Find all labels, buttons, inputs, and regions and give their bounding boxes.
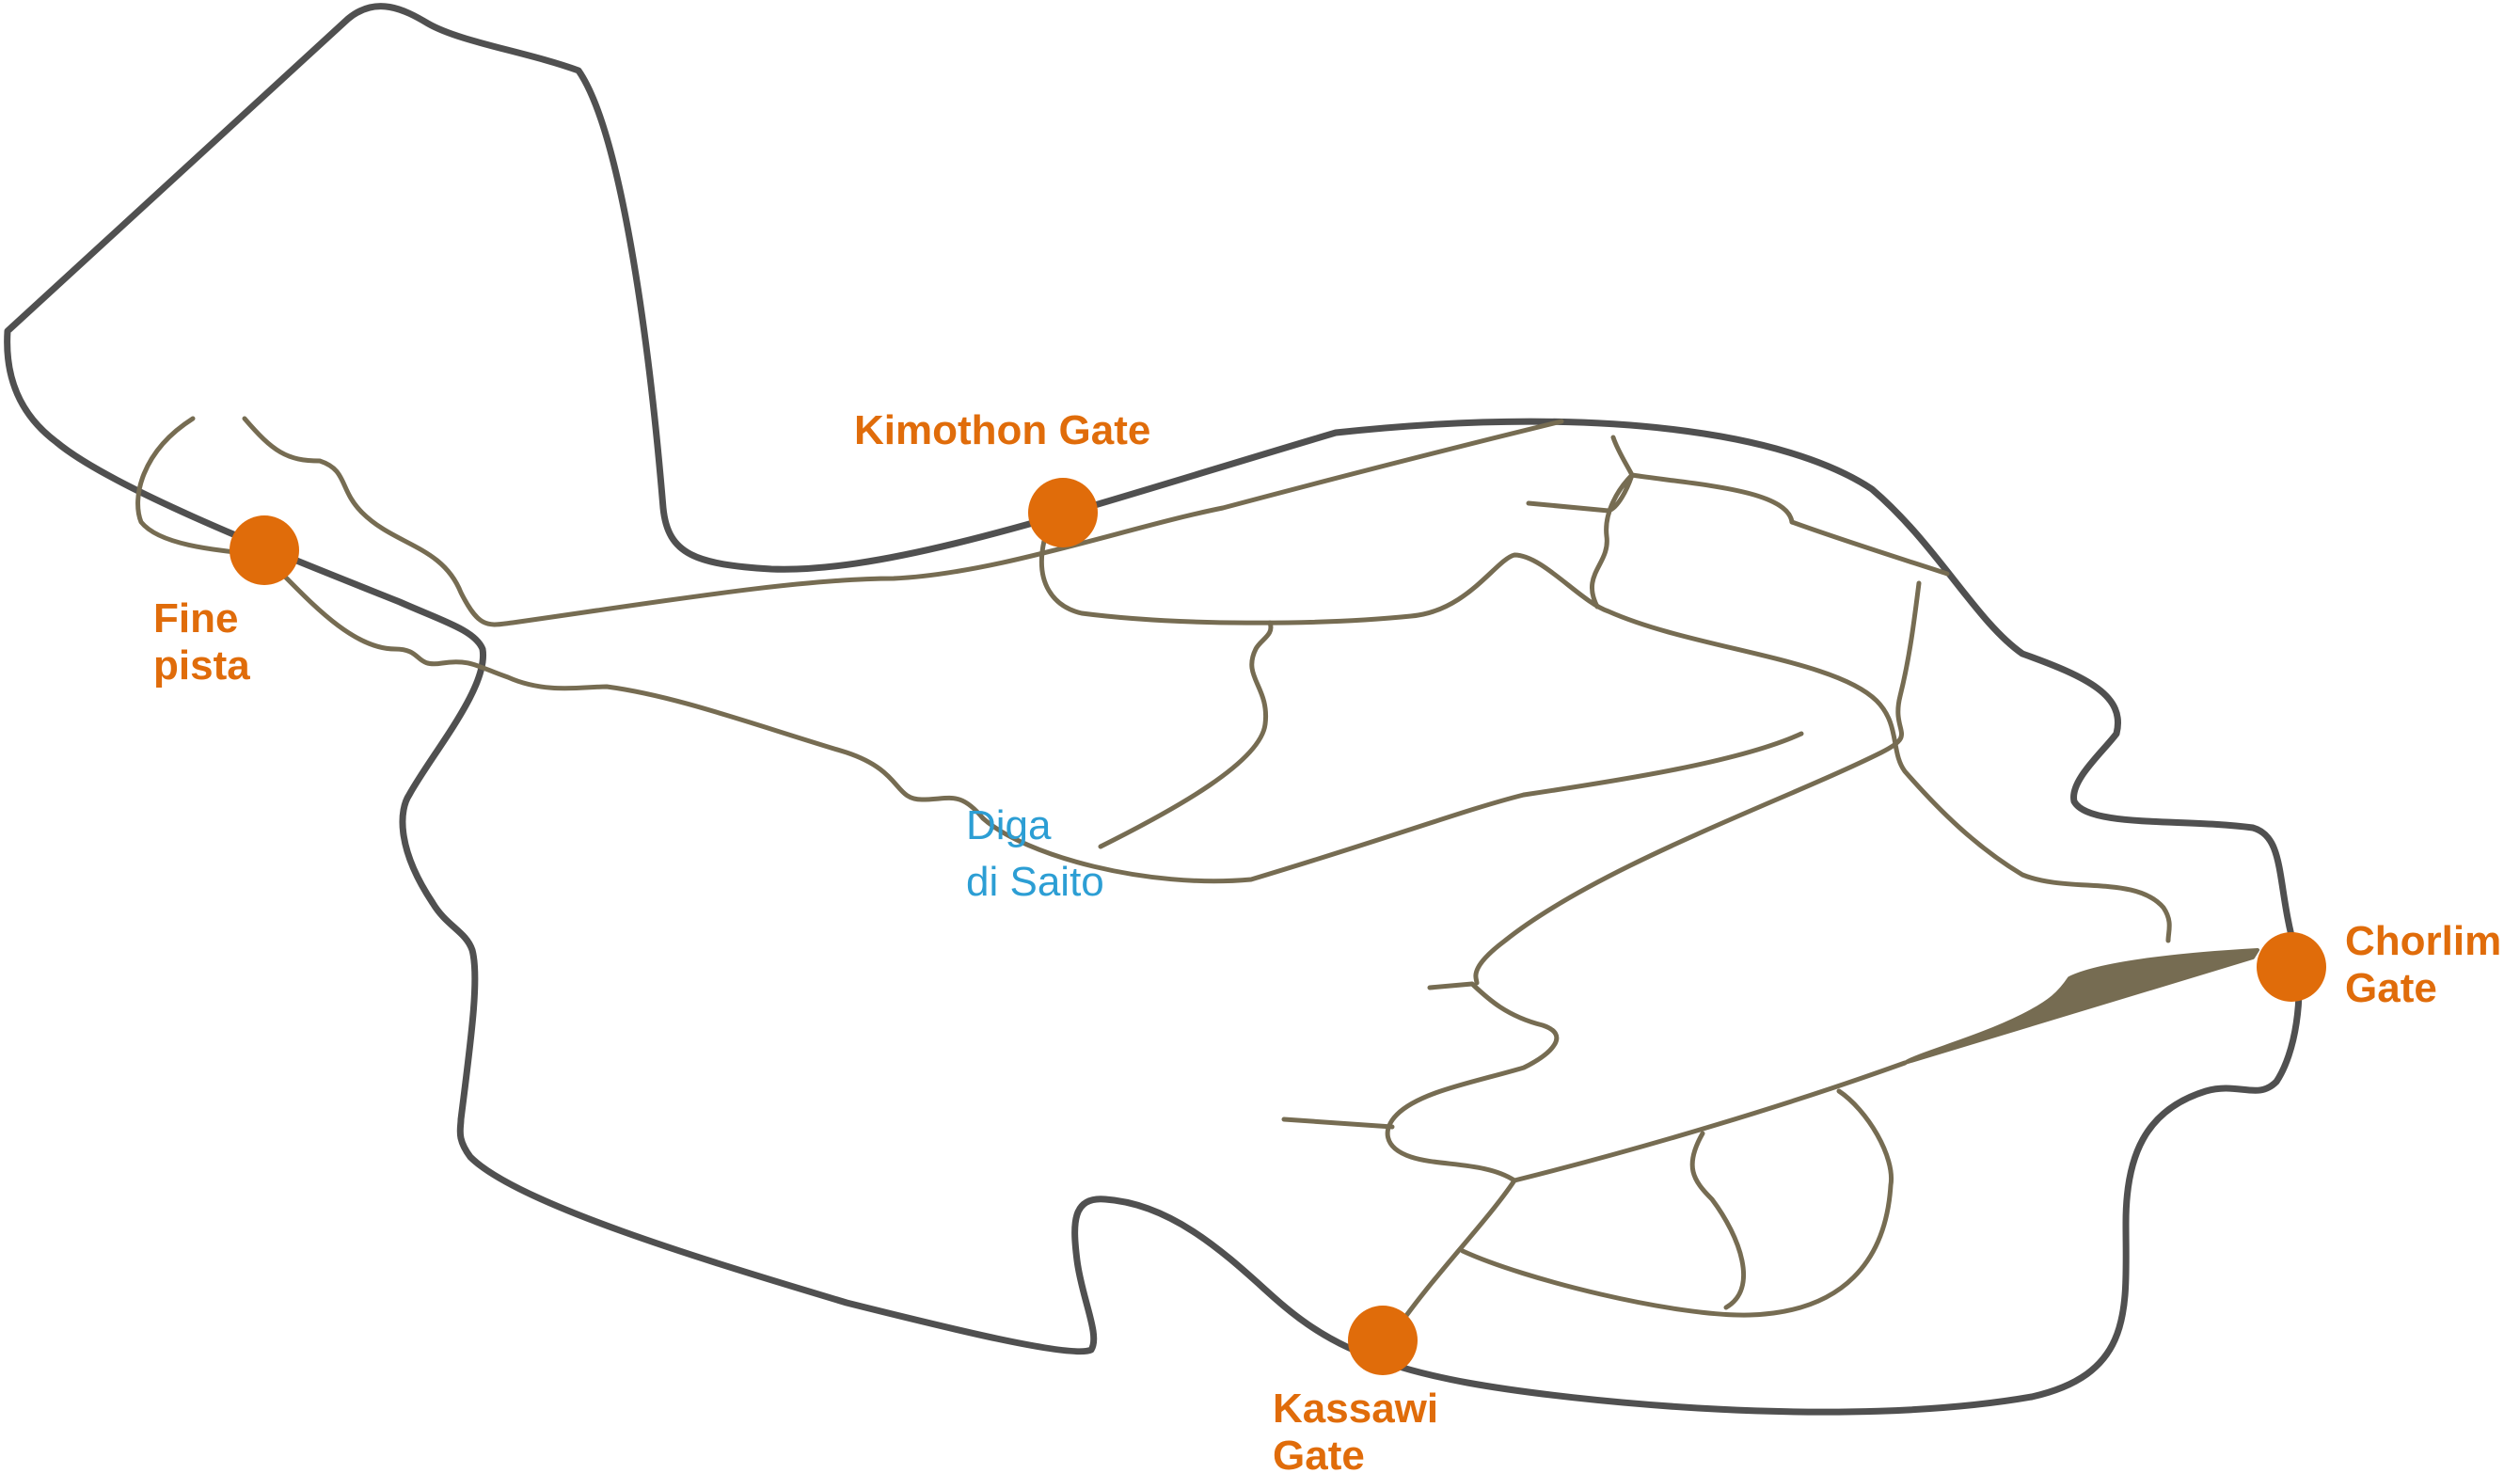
tracks	[135, 416, 2172, 1338]
track	[275, 566, 1527, 884]
track	[1473, 580, 1922, 986]
gates	[230, 478, 2326, 1375]
track	[1689, 1131, 1747, 1310]
gate-marker-chorlim[interactable]	[2257, 932, 2326, 1002]
track	[135, 416, 266, 558]
track	[1526, 472, 1635, 610]
track	[1460, 1088, 1894, 1318]
gate-label-fine-pista: Fine pista	[153, 595, 250, 689]
track	[1521, 731, 1804, 798]
track	[242, 416, 1564, 627]
track	[1789, 519, 1950, 577]
water-label-diga-di-saito: Diga di Saito	[966, 802, 1104, 905]
track	[1389, 1178, 1517, 1338]
track	[1512, 1060, 1908, 1183]
gate-label-kimothon: Kimothon Gate	[854, 407, 1150, 453]
gate-marker-fine-pista[interactable]	[230, 515, 299, 585]
gate-label-kassawi: Kassawi Gate	[1273, 1386, 1450, 1473]
track	[1385, 981, 1560, 1183]
gate-marker-kassawi[interactable]	[1348, 1306, 1418, 1375]
park-boundary	[4, 3, 2303, 1416]
track	[1610, 435, 1795, 525]
gate-marker-kimothon[interactable]	[1028, 478, 1098, 547]
gate-label-chorlim: Chorlim Gate	[2345, 918, 2512, 1011]
track	[1281, 1117, 1395, 1130]
track	[1098, 620, 1274, 849]
main-road	[1903, 948, 2259, 1065]
track	[1038, 538, 2172, 943]
